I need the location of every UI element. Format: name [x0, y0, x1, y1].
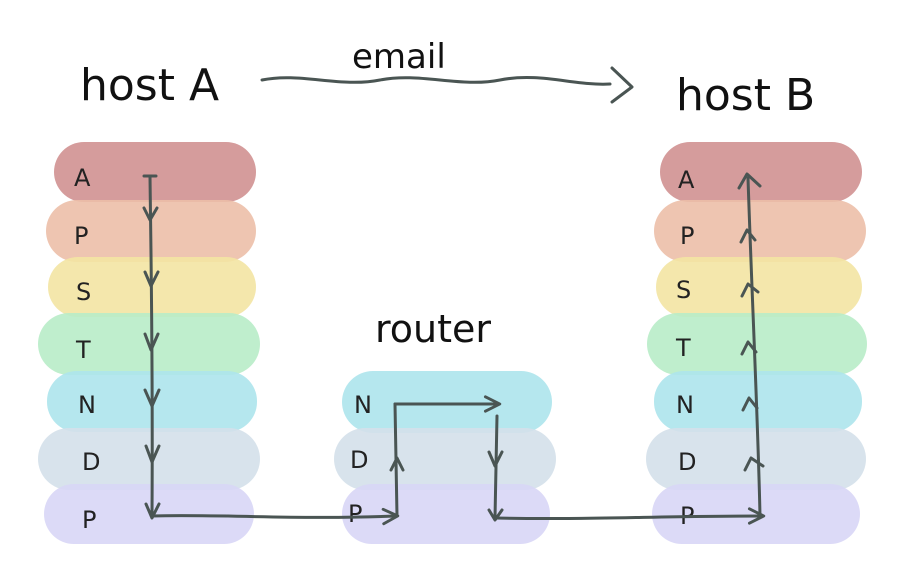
- email-label: email: [352, 37, 446, 77]
- router-label-physical: P: [348, 500, 362, 528]
- host-a-label-session: S: [76, 278, 91, 306]
- host-b-stack: A P S T N D P: [646, 142, 867, 544]
- host-b-label-transport: T: [675, 334, 691, 362]
- host-a-label-application: A: [74, 164, 91, 192]
- router-flow: [389, 395, 504, 522]
- host-a-label-datalink: D: [82, 448, 100, 476]
- host-b-label-datalink: D: [678, 448, 696, 476]
- email-arrowhead: [610, 66, 634, 104]
- router-layer-physical: [342, 484, 550, 544]
- host-b-label-presentation: P: [680, 222, 694, 250]
- host-b-layer-session: [656, 257, 862, 317]
- host-b-layer-presentation: [654, 200, 866, 262]
- host-a-layer-application: [54, 142, 256, 202]
- host-b-layer-transport: [647, 313, 867, 375]
- link-host-a-to-router: [150, 507, 400, 526]
- link-router-to-host-b: [494, 507, 766, 525]
- host-a-down-flow: [142, 174, 161, 520]
- host-a-label-physical: P: [82, 506, 96, 534]
- host-a-layer-datalink: [38, 428, 260, 490]
- host-b-up-flow: [737, 172, 765, 518]
- router-layer-datalink: [334, 428, 556, 490]
- router-title: router: [375, 307, 491, 351]
- host-b-layer-network: [654, 371, 862, 432]
- router-label-network: N: [354, 391, 372, 419]
- host-a-label-transport: T: [75, 336, 91, 364]
- email-arrow: [260, 76, 612, 86]
- host-a-label-network: N: [78, 391, 96, 419]
- host-b-label-session: S: [676, 276, 691, 304]
- host-b-title: host B: [676, 70, 815, 121]
- host-b-layer-datalink: [646, 428, 866, 490]
- host-a-label-presentation: P: [74, 222, 88, 250]
- host-b-label-application: A: [678, 166, 695, 194]
- host-b-label-network: N: [676, 391, 694, 419]
- router-layer-network: [342, 371, 552, 433]
- router-label-datalink: D: [350, 446, 368, 474]
- host-b-layer-application: [660, 142, 862, 202]
- host-a-title: host A: [80, 60, 219, 111]
